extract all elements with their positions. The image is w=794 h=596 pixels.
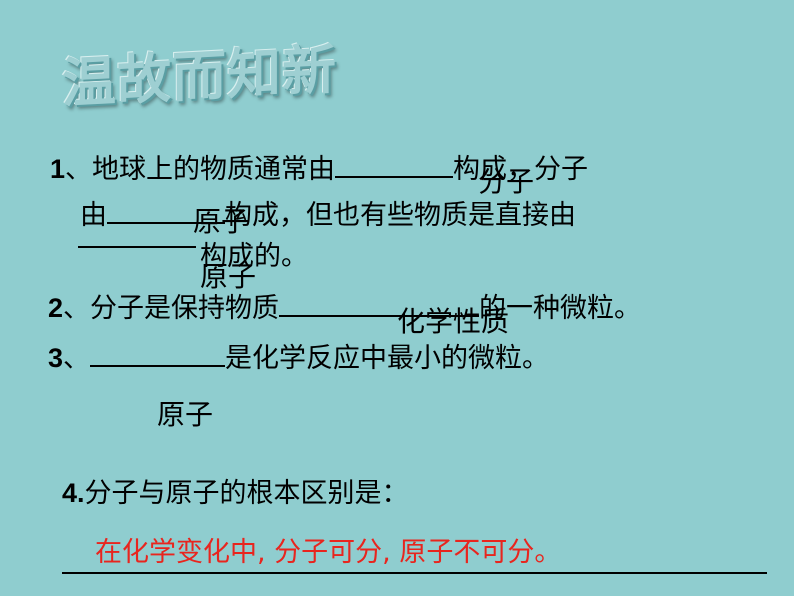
answer-text: 原子 (157, 398, 214, 431)
answer-blank (90, 345, 226, 367)
page-title: 温故而知新 (62, 36, 337, 116)
question-text: 构成，分子 (453, 154, 589, 185)
question-1-line-2: 由 构成，但也有些物质是直接由 (80, 193, 576, 232)
question-text: 分子与原子的根本区别是： (84, 478, 409, 509)
answer-text: 原子 (193, 205, 250, 238)
question-text: 、分子是保持物质 (63, 293, 280, 324)
answer-text: 原子 (200, 260, 257, 293)
question-3: 3、 是化学反应中最小的微粒。 (48, 336, 549, 375)
answer-blank (78, 246, 196, 248)
answer-blank (107, 202, 225, 224)
answer-text: 分子 (478, 165, 535, 198)
question-1-line-3: 构成的。 (200, 241, 308, 272)
question-number: 3 (48, 343, 64, 373)
answer-blank (335, 156, 454, 178)
question-1-line-1: 1、地球上的物质通常由 构成，分子 (50, 147, 588, 186)
question-text: 由 (80, 200, 107, 231)
question-2: 2、分子是保持物质 的一种微粒。 (48, 286, 641, 325)
question-number: 4. (62, 478, 85, 508)
question-text: 、 (63, 343, 91, 374)
question-text: 构成，但也有些物质是直接由 (225, 200, 576, 231)
question-text: 的一种微粒。 (479, 293, 642, 324)
answer-text: 化学性质 (397, 305, 510, 338)
answer-blank (279, 295, 480, 317)
question-text: 、地球上的物质通常由 (65, 154, 336, 185)
answer-text: 在化学变化中, 分子可分, 原子不可分。 (95, 537, 562, 568)
answer-blank (62, 572, 767, 574)
question-text: 是化学反应中最小的微粒。 (225, 343, 550, 374)
question-number: 2 (48, 293, 64, 323)
question-4: 4.分子与原子的根本区别是： (62, 471, 409, 510)
question-number: 1 (50, 154, 66, 184)
